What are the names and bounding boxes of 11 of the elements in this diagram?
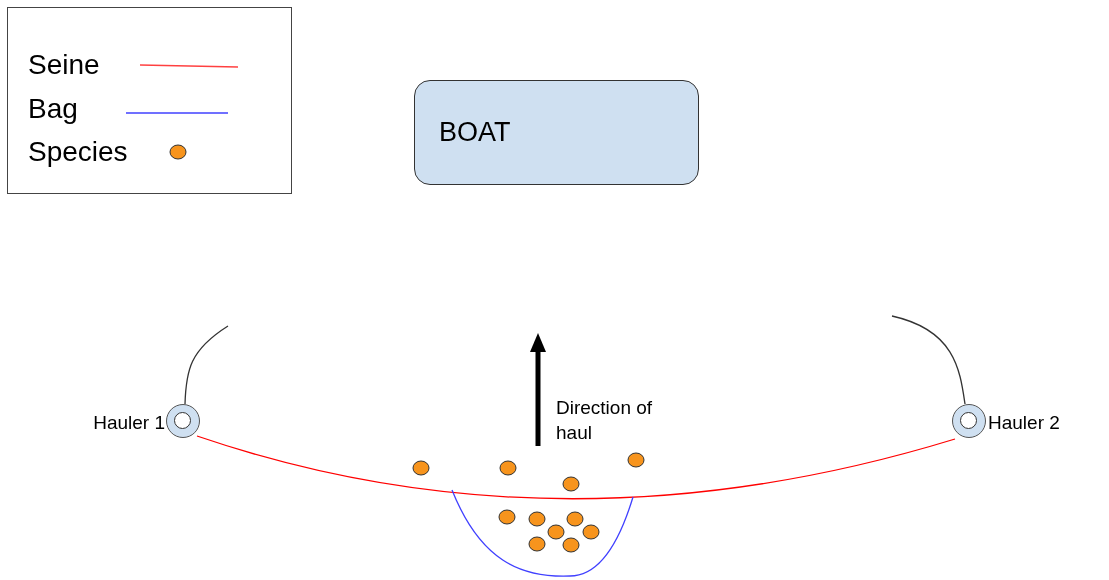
legend-label: Bag (28, 93, 78, 125)
rope-line (891, 315, 966, 405)
legend-label: Seine (28, 49, 100, 81)
hauler-label: Hauler 1 (93, 412, 165, 434)
direction-label: Direction of haul (556, 396, 654, 445)
seine-line (196, 435, 956, 500)
boat-box (414, 80, 699, 185)
hauler-label: Hauler 2 (988, 412, 1060, 434)
legend-label: Species (28, 136, 128, 168)
rope-line (184, 325, 229, 405)
boat-label: BOAT (439, 117, 511, 148)
